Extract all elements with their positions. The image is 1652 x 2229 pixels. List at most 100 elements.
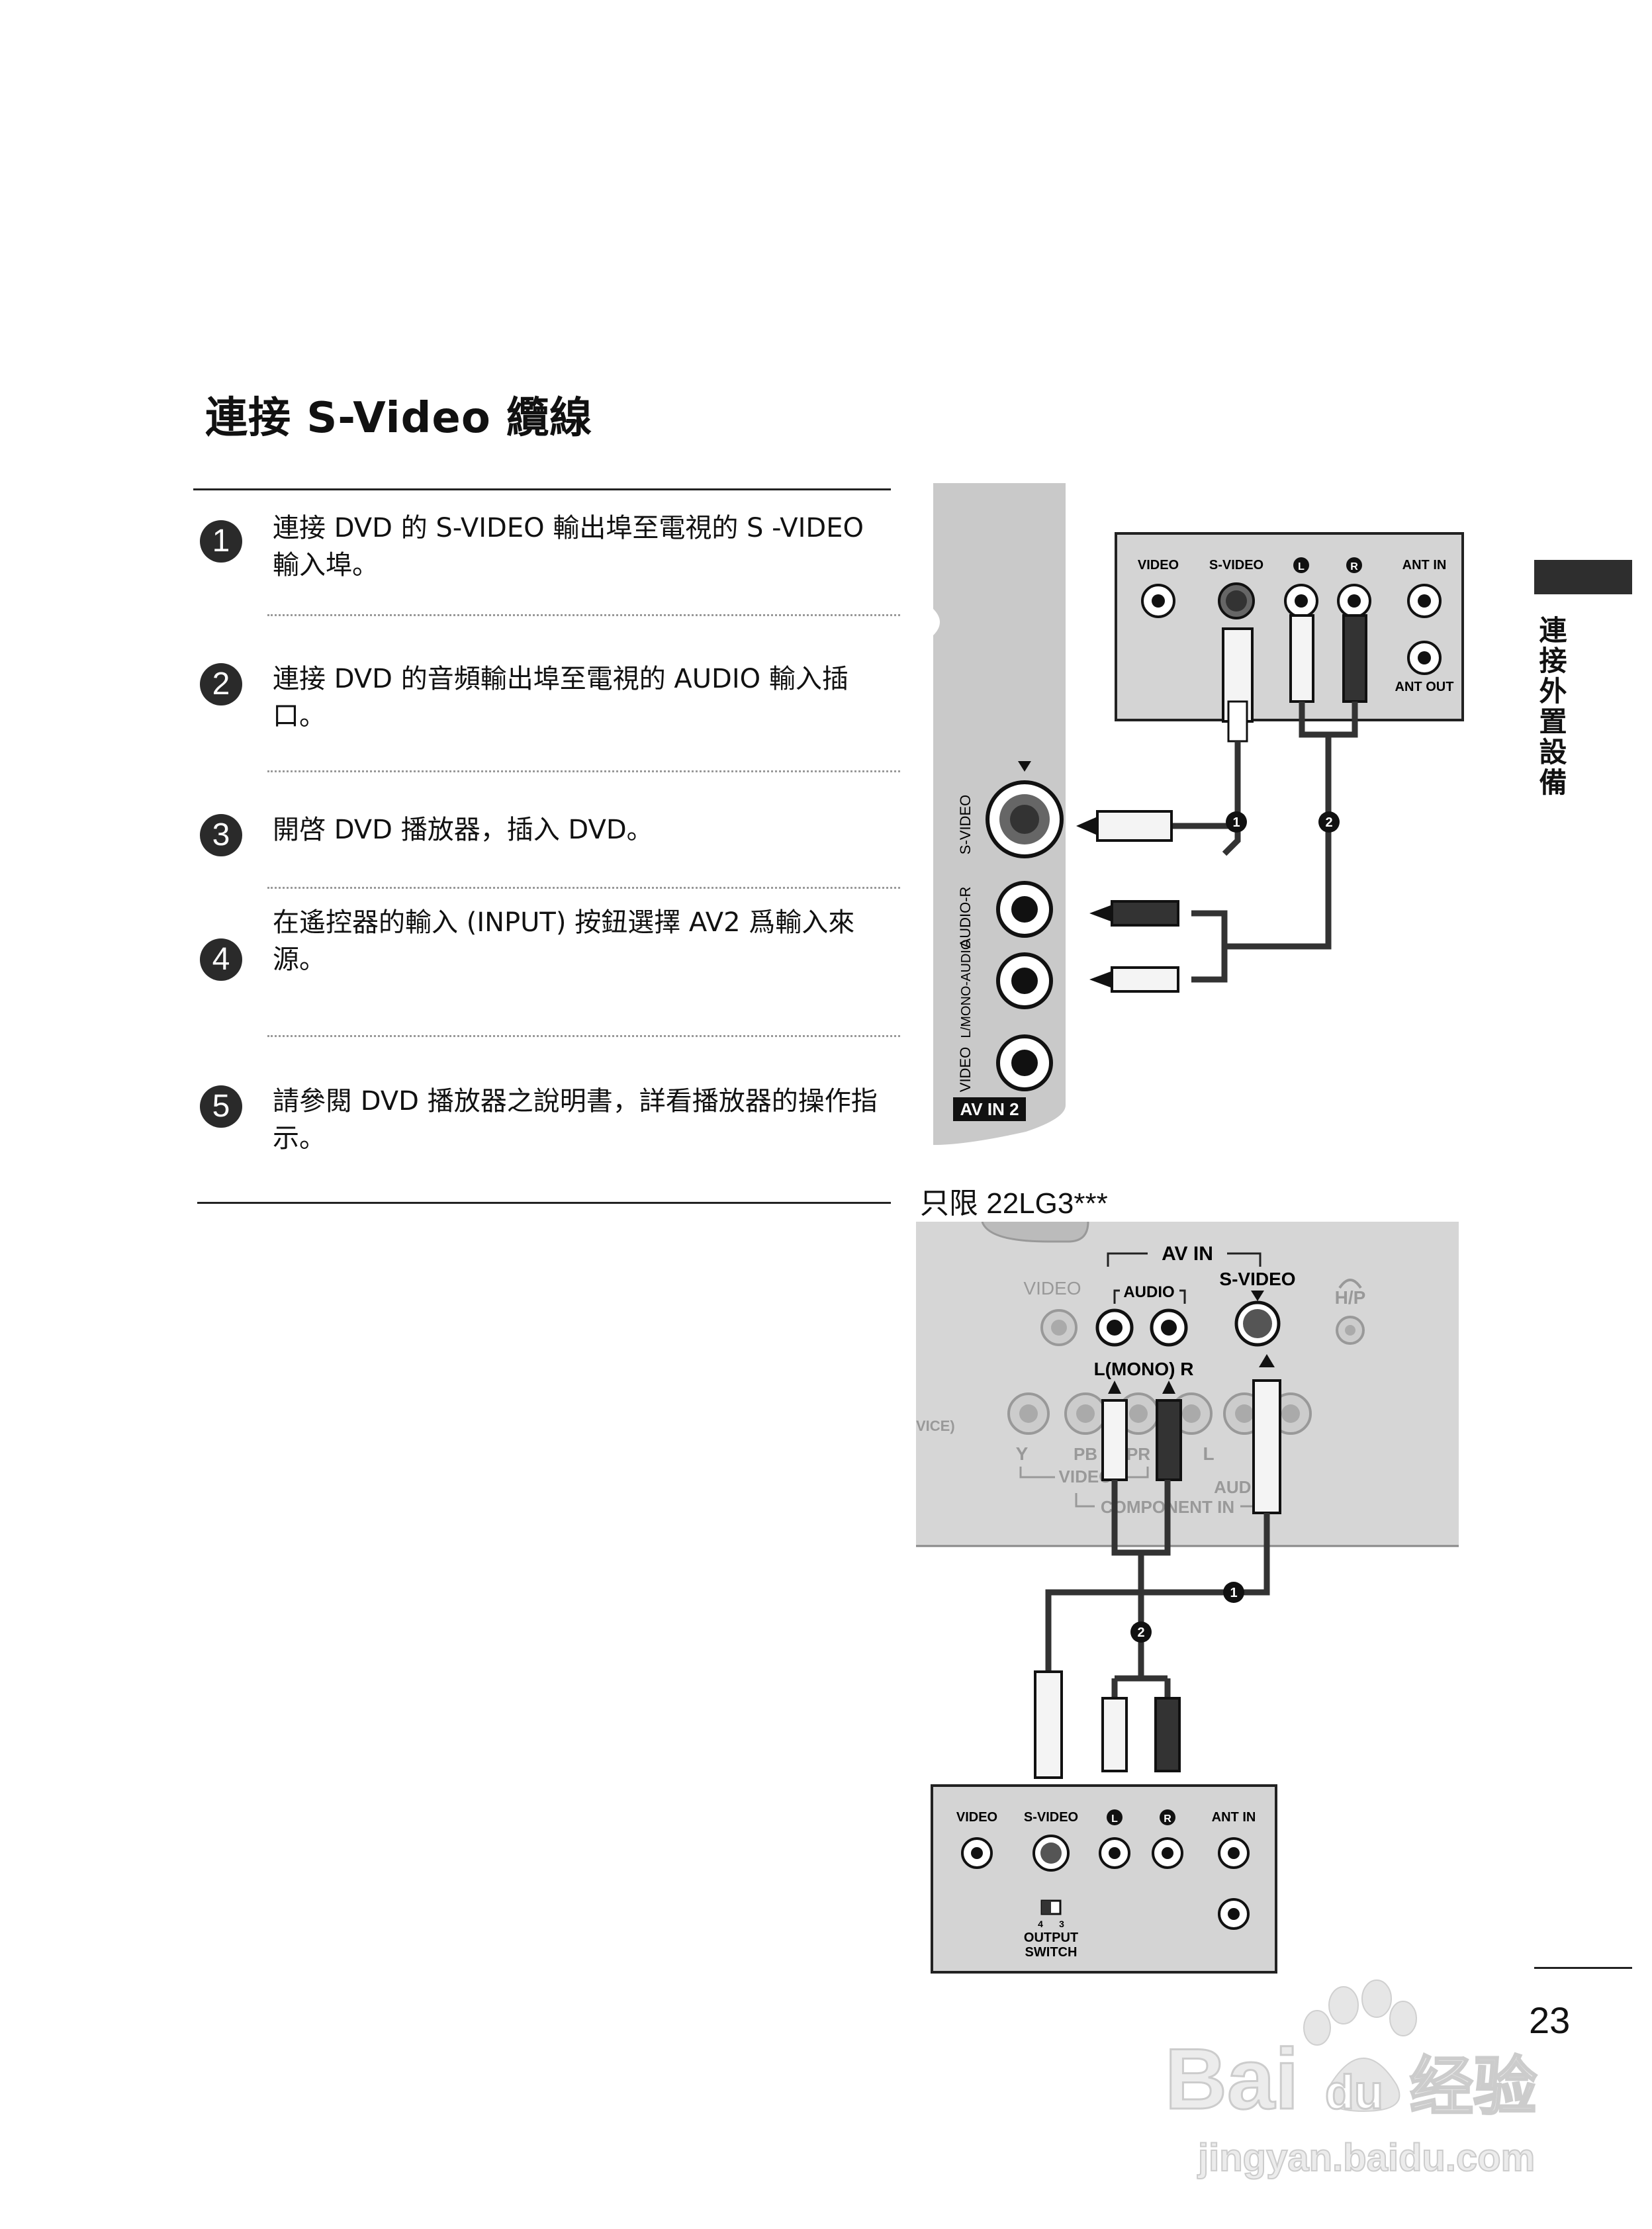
label-svideo: S-VIDEO <box>1219 1269 1295 1289</box>
tv-rear-panel <box>916 1222 1459 1546</box>
dvd-ant-in-jack <box>1407 584 1442 618</box>
dvd-label-ant-in: ANT IN <box>1402 558 1447 572</box>
label-pb: PB <box>1074 1444 1097 1464</box>
rear-plug-red <box>1156 1399 1182 1481</box>
paw-logo-icon <box>1303 1979 1417 2113</box>
rear-svideo-jack <box>1234 1300 1281 1347</box>
dvd-ant-out-jack <box>1407 641 1442 675</box>
tv-plug-red <box>1111 900 1179 927</box>
svg-text:1: 1 <box>1230 1586 1237 1600</box>
dvd-plug-red <box>1342 614 1367 703</box>
svg-text:1: 1 <box>1232 815 1240 830</box>
svideo-cable <box>1222 741 1241 856</box>
tv-label-audio-r: AUDIO-R <box>957 887 974 948</box>
step-number-2: 2 <box>200 663 242 705</box>
tv-label-svideo: S-VIDEO <box>957 795 974 854</box>
watermark-url: jingyan.baidu.com <box>1197 2136 1535 2179</box>
av-in-bracket <box>1107 1252 1262 1267</box>
arrow-up-icon <box>1162 1381 1175 1394</box>
model-caption: 只限 22LG3*** <box>920 1187 1108 1220</box>
step-divider <box>267 1035 900 1037</box>
switch-mark-4: 4 <box>1038 1919 1043 1929</box>
dvd-audio-l-jack <box>1099 1837 1130 1869</box>
step-number-4: 4 <box>200 938 242 981</box>
dvd-l-badge <box>1293 557 1309 573</box>
tv-video-jack <box>996 1034 1053 1091</box>
svideo-indicator-icon <box>1251 1291 1264 1301</box>
marker-2 <box>1130 1621 1152 1643</box>
step-divider <box>267 614 900 616</box>
rear-svideo-cable <box>1045 1513 1270 1672</box>
arrow-left-icon <box>1076 817 1097 835</box>
av-in-2-badge <box>953 1097 1026 1121</box>
bottom-rule <box>197 1202 891 1204</box>
tv-label-audio-l: L/MONO-AUDIO <box>959 940 974 1038</box>
step-text-1: 連接 DVD 的 S-VIDEO 輸出埠至電視的 S -VIDEO 輸入埠。 <box>273 513 864 580</box>
dvd-label-ant-in: ANT IN <box>1212 1810 1256 1825</box>
label-y: Y <box>1016 1443 1029 1464</box>
switch-mark-3: 3 <box>1059 1919 1064 1929</box>
tv-svideo-plug <box>1096 810 1173 842</box>
marker-1 <box>1226 811 1247 833</box>
dvd-label-video: VIDEO <box>1138 558 1179 572</box>
tv-audio-r-jack <box>996 881 1053 938</box>
step-divider <box>267 770 900 772</box>
dvd-plug-white <box>1101 1697 1128 1772</box>
step-number-3: 3 <box>200 814 242 856</box>
page-number-rule <box>1534 1967 1632 1969</box>
watermark-brand: Bai <box>1165 2030 1299 2127</box>
dvd-audio-r-jack <box>1152 1837 1183 1869</box>
headphone-icon <box>1338 1279 1362 1289</box>
dvd-label-r: R <box>1350 561 1358 572</box>
dvd-rear-panel <box>931 1784 1277 1974</box>
diagram-side-av-connection: VIDEO S-VIDEO L R ANT IN ANT OUT 1 2 S-V… <box>933 483 1464 1145</box>
step-text-5: 請參閱 DVD 播放器之說明書，詳看播放器的操作指示。 <box>273 1086 878 1154</box>
component-jack <box>1007 1392 1050 1435</box>
dvd-svideo-jack <box>1218 582 1255 619</box>
dvd-svideo-plug <box>1034 1670 1063 1779</box>
dvd-label-l: L <box>1111 1813 1118 1825</box>
rear-video-jack <box>1040 1309 1078 1346</box>
tv-plug-white <box>1111 966 1179 993</box>
tv-audio-l-jack <box>996 952 1053 1009</box>
dvd-video-jack <box>961 1837 993 1869</box>
label-output: OUTPUT <box>1024 1931 1078 1945</box>
section-tab <box>1534 560 1632 594</box>
dvd-label-l: L <box>1298 561 1305 572</box>
tv-label-video: VIDEO <box>957 1047 974 1092</box>
audio-bracket <box>1113 1289 1186 1304</box>
label-pr: PR <box>1126 1444 1150 1464</box>
rear-audio-cable <box>1115 1553 1168 1682</box>
dvd-video-jack <box>1141 584 1175 618</box>
dvd-plug-white <box>1289 614 1314 703</box>
tv-svideo-jack <box>986 780 1064 858</box>
dvd-r-badge <box>1346 557 1362 573</box>
label-hp: H/P <box>1335 1287 1366 1308</box>
step-divider <box>267 887 900 889</box>
tv-label-av-in-2: AV IN 2 <box>960 1099 1019 1119</box>
dvd-ant-in-jack <box>1218 1837 1250 1869</box>
svideo-indicator-icon <box>1018 761 1031 772</box>
diagram-rear-av-connection: AV IN VIDEO AUDIO S-VIDEO H/P L(MONO) R … <box>916 1222 1459 1974</box>
label-av-in: AV IN <box>1162 1243 1213 1265</box>
label-lmono-r: L(MONO) R <box>1094 1359 1194 1379</box>
connector-partial <box>981 1222 1089 1243</box>
label-l: L <box>1203 1443 1214 1464</box>
dvd-l-badge <box>1107 1809 1123 1825</box>
rear-audio-r-jack <box>1150 1308 1188 1347</box>
arrow-left-icon <box>1089 972 1111 987</box>
label-device-partial: VICE) <box>916 1418 955 1434</box>
arrow-up-icon <box>1259 1354 1275 1367</box>
arrow-left-icon <box>1089 905 1111 921</box>
svg-text:2: 2 <box>1137 1625 1144 1640</box>
rear-svideo-plug <box>1252 1379 1281 1514</box>
rear-plug-white <box>1101 1399 1128 1481</box>
section-label: 連接外置設備 <box>1535 615 1567 798</box>
watermark-cn: 经验 <box>1410 2052 1537 2122</box>
dvd-label-video: VIDEO <box>956 1810 997 1825</box>
baidu-watermark: Bai du 经验 jingyan.baidu.com <box>1164 1979 1538 2180</box>
step-text-4: 在遙控器的輸入 (INPUT) 按鈕選擇 AV2 爲輸入來源。 <box>273 907 855 975</box>
dvd-label-svideo: S-VIDEO <box>1209 558 1263 572</box>
label-audio: AUDIO <box>1123 1283 1174 1301</box>
dvd-ant-out-jack <box>1218 1898 1250 1930</box>
